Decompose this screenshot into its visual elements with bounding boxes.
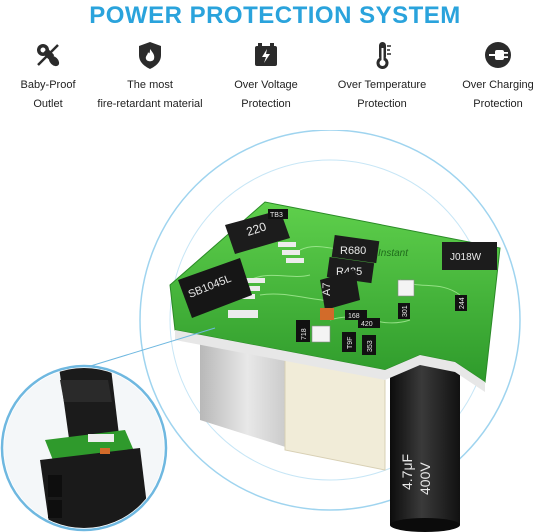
ic-label-220: 220 [245,219,269,239]
feature-label-1: Over Voltage [234,79,298,91]
feature-label-1: Baby-Proof [20,79,76,91]
feature-label-1: Over Charging [462,79,534,91]
capacitor: 4.7μF 400V [390,350,460,532]
smd-420 [358,318,380,328]
feature-over-voltage: Over Voltage Protection [206,40,326,114]
smd-label-168: 168 [348,313,360,320]
ic-a7: A7 [320,270,360,310]
feature-row: Baby-Proof Outlet The most fire-retardan… [0,40,550,120]
thermometer-icon [376,42,391,69]
smd-resistor-orange [320,308,334,320]
capacitor-voltage: 400V [417,462,433,495]
zoom-inset [0,364,168,532]
zoom-connector [83,327,216,369]
ic-j018w: J018W [442,242,497,270]
feature-label-1: Over Temperature [337,79,427,91]
charging-plug-icon [485,42,511,68]
smd-label-301: 301 [402,305,409,317]
voltage-battery-icon [255,43,277,66]
baby-pacifier-icon [37,44,60,67]
feature-label-2: fire-retardant material [97,98,203,110]
decor-ring-outer [139,130,521,511]
smd-244 [455,295,467,311]
feature-label-2: Protection [241,98,291,110]
smd-cap-white [397,279,415,297]
smd-label-718: 718 [301,328,308,340]
ic-label-a7: A7 [321,283,333,296]
smd-301 [398,303,410,319]
smd-tb3 [268,209,288,219]
feature-baby-proof: Baby-Proof Outlet [0,40,108,114]
smd-168 [345,310,367,320]
smd-cap-white-2 [311,325,331,343]
ic-r680: R680 [331,235,380,264]
feature-label-2: Outlet [33,98,63,110]
capacitor-value: 4.7μF [399,454,415,490]
pcb-brand: Instant [378,248,409,259]
smd-label-tb3: TB3 [270,212,283,219]
smd-t9f [342,332,356,352]
housing-left [200,330,295,450]
ic-label-r680: R680 [340,245,366,257]
smd-353 [362,335,376,355]
ic-label-j018w: J018W [450,252,482,263]
page-title: POWER PROTECTION SYSTEM [89,2,461,29]
smd-label-244: 244 [459,297,466,309]
feature-label-1: The most [127,79,173,91]
ic-sb1045l: SB1045L [178,258,252,318]
feature-fire-retardant: The most fire-retardant material [90,40,210,114]
smd-label-353: 353 [367,340,374,352]
fire-shield-icon [139,42,161,69]
feature-over-charging: Over Charging Protection [438,40,550,114]
smd-label-t9f: T9F [347,337,354,349]
feature-label-2: Protection [473,98,523,110]
product-illustration: 4.7μF 400V 220 SB1045L [0,130,521,532]
ic-220: 220 [225,210,290,254]
feature-label-2: Protection [357,98,407,110]
smd-label-420: 420 [361,321,373,328]
feature-over-temperature: Over Temperature Protection [322,40,442,114]
smd-718 [296,320,310,342]
